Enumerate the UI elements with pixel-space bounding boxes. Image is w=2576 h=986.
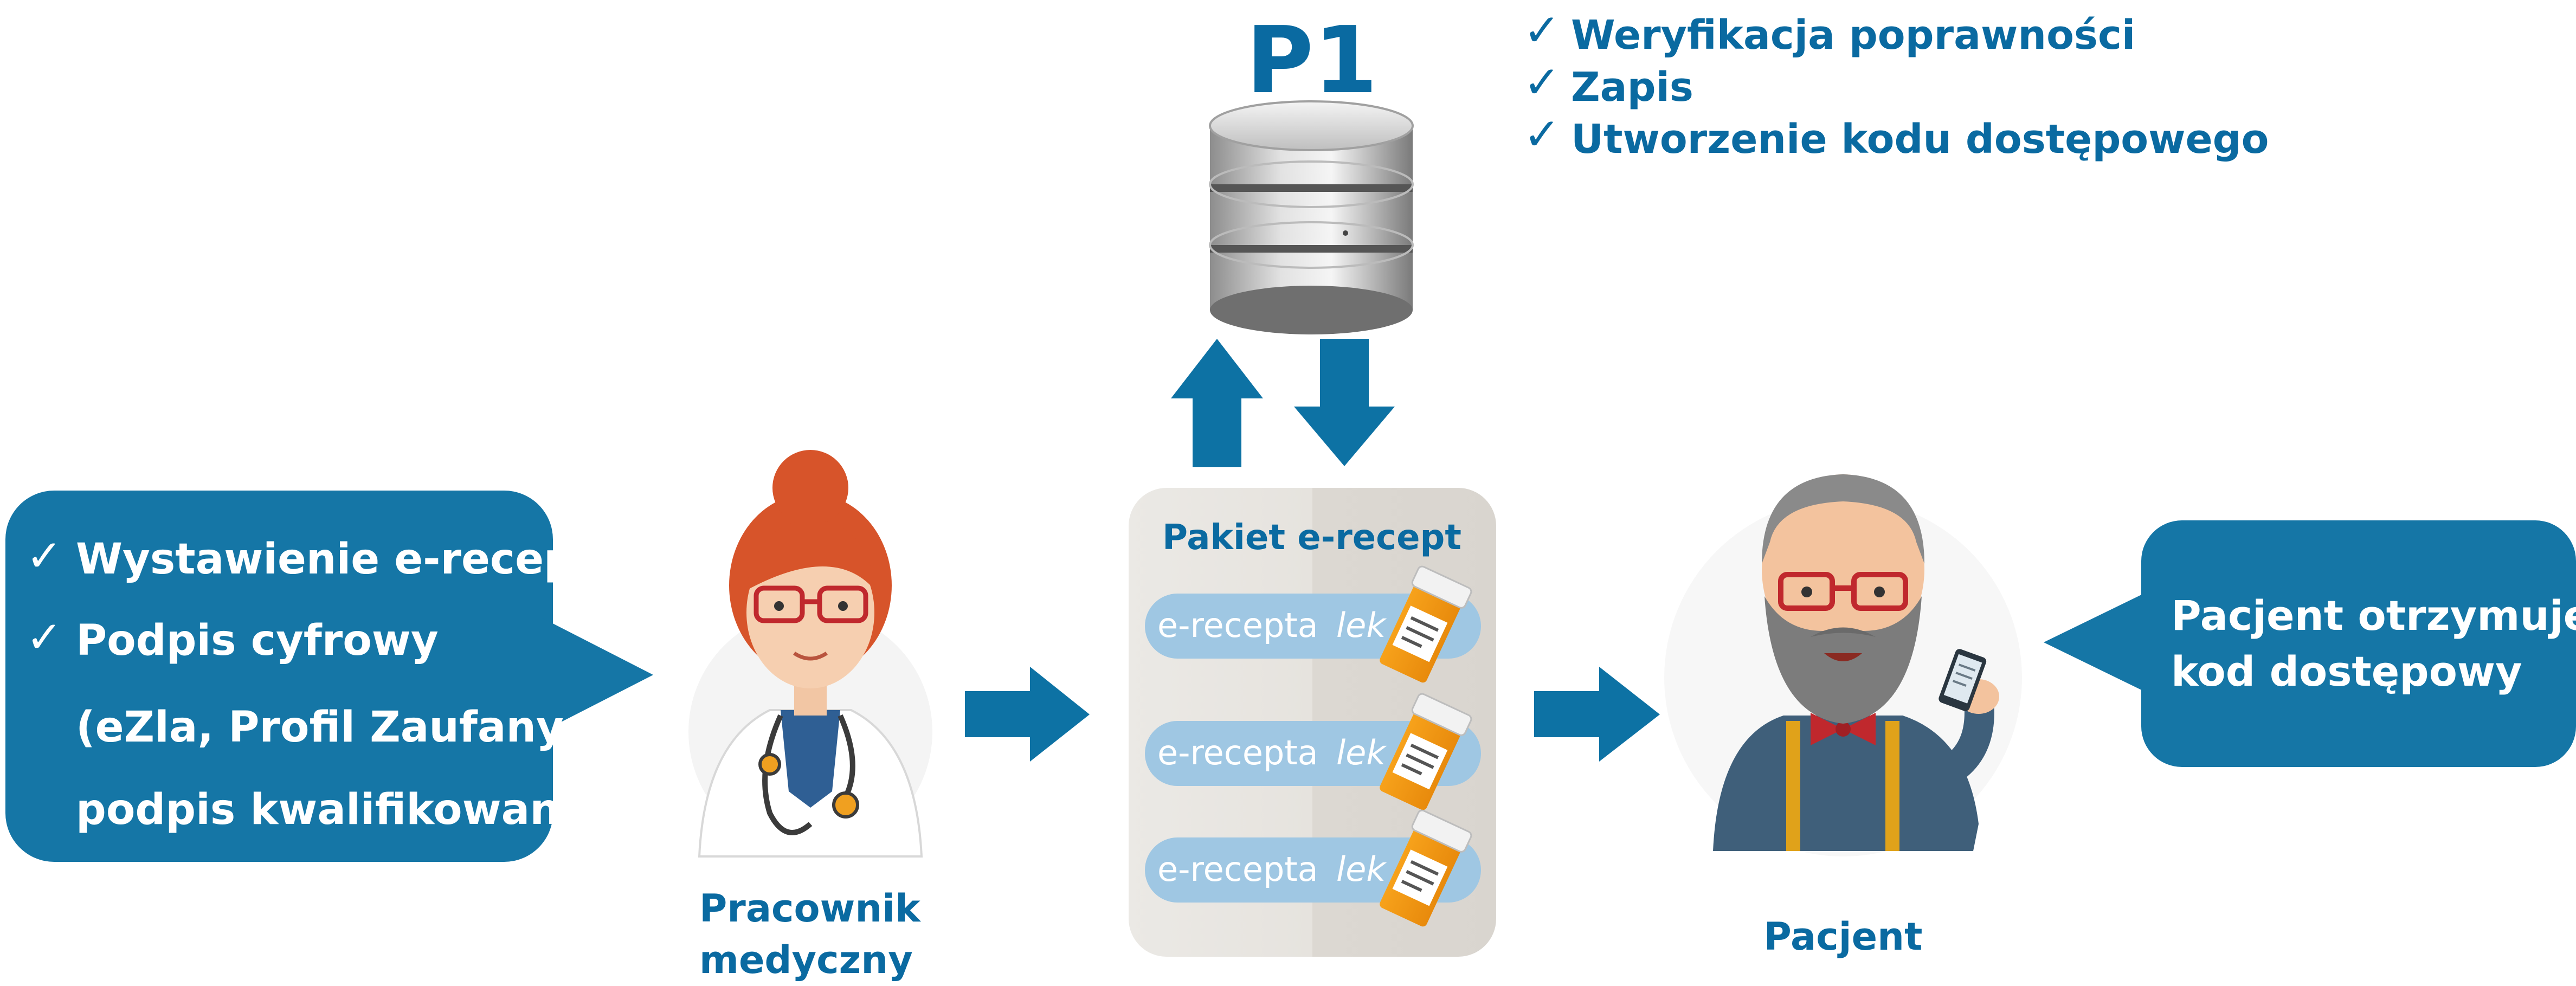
prescription-label: e-recepta [1157, 849, 1318, 889]
server-title: P1 [1246, 7, 1378, 114]
check-icon: ✓ [1523, 57, 1561, 108]
patient-avatar [1664, 474, 2022, 856]
prescription-label: e-recepta [1157, 605, 1318, 645]
server-checklist: ✓ Weryfikacja poprawności ✓ Zapis ✓ Utwo… [1523, 5, 2269, 163]
server-check-item: Weryfikacja poprawności [1571, 12, 2135, 59]
package-title: Pakiet e-recept [1162, 518, 1461, 558]
pill-bottle-icon [1380, 693, 1472, 810]
patient-speech-bubble: Pacjent otrzymuje kod dostępowy [2044, 520, 2576, 767]
prescription-label: e-recepta [1157, 733, 1318, 772]
bubble-note-line: podpis kwalifikowany) [76, 785, 607, 834]
prescription-tag: lek [1336, 733, 1387, 772]
upload-arrow-icon [1171, 339, 1263, 467]
check-icon: ✓ [26, 531, 62, 581]
server-check-item: Zapis [1571, 64, 1693, 111]
check-icon: ✓ [1523, 5, 1561, 56]
check-icon: ✓ [1523, 109, 1561, 160]
doctor-label: Pracownik [699, 886, 921, 931]
prescription-tag: lek [1336, 605, 1387, 645]
bubble-item: Wystawienie e-recepty [76, 535, 622, 584]
bubble-note-line: (eZla, Profil Zaufany, [76, 703, 576, 752]
prescription-tag: lek [1336, 849, 1387, 889]
right-arrow-icon [1534, 667, 1660, 762]
patient-bubble-line: kod dostępowy [2171, 647, 2522, 695]
right-arrow-icon [965, 667, 1090, 762]
patient-bubble-line: Pacjent otrzymuje [2171, 591, 2576, 640]
prescription-package: Pakiet e-recept e-recepta lek e-recepta … [1129, 488, 1496, 957]
prescription-item: e-recepta lek [1145, 565, 1481, 683]
doctor-label: medyczny [699, 938, 913, 982]
phone-icon [1939, 649, 1987, 711]
pill-bottle-icon [1380, 565, 1472, 683]
prescription-item: e-recepta lek [1145, 693, 1481, 810]
server-check-item: Utworzenie kodu dostępowego [1571, 116, 2269, 163]
download-arrow-icon [1294, 339, 1395, 466]
doctor-avatar [688, 450, 932, 858]
database-icon [1209, 100, 1414, 334]
patient-label: Pacjent [1764, 914, 1923, 959]
check-icon: ✓ [26, 612, 62, 662]
server-group: P1 ✓ Weryfikacja poprawności ✓ Zapis ✓ U… [1209, 5, 2269, 334]
pill-bottle-icon [1380, 809, 1472, 927]
prescription-item: e-recepta lek [1145, 809, 1481, 927]
bubble-item: Podpis cyfrowy [76, 616, 439, 665]
doctor-speech-bubble: ✓ Wystawienie e-recepty ✓ Podpis cyfrowy… [5, 491, 653, 862]
